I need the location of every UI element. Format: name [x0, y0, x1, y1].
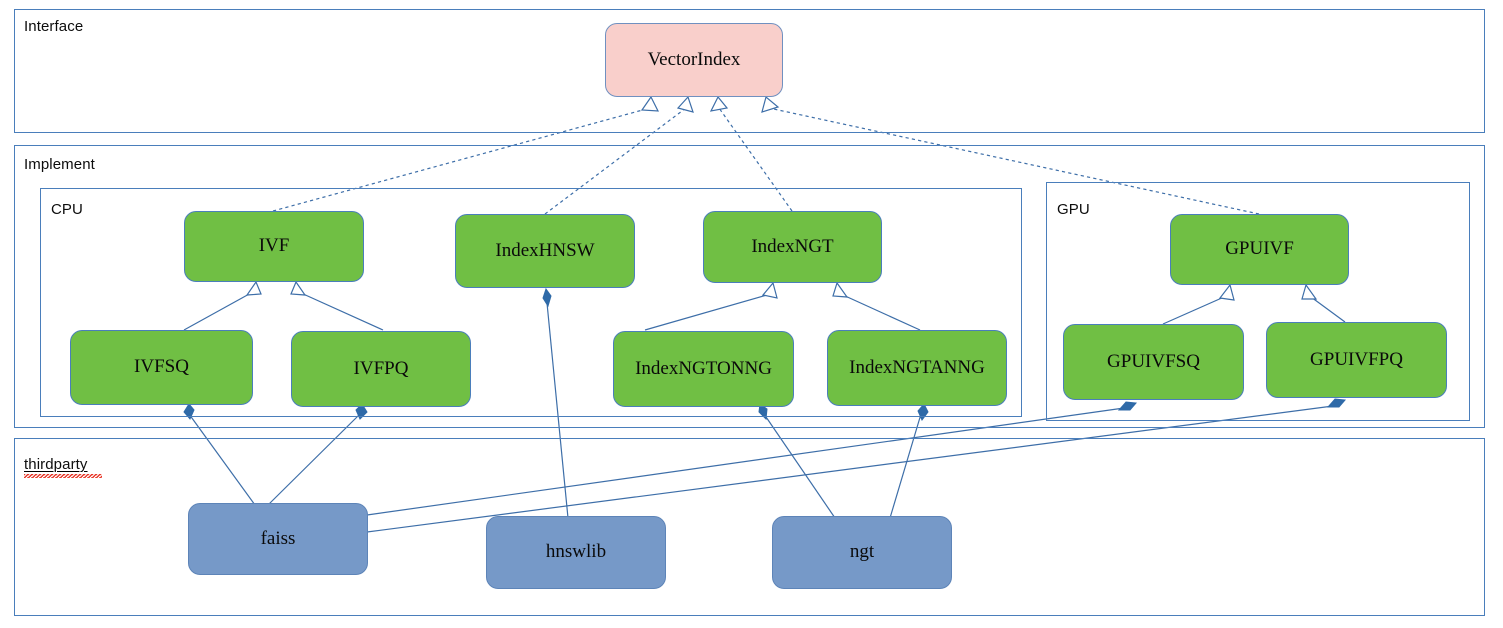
container-cpu: [40, 188, 1022, 417]
node-indexngt[interactable]: IndexNGT: [703, 211, 882, 283]
node-ivfsq-label: IVFSQ: [134, 356, 189, 378]
node-ngt-label: ngt: [849, 541, 875, 563]
node-vectorindex[interactable]: VectorIndex: [605, 23, 783, 97]
container-thirdparty: [14, 438, 1485, 616]
node-gpuivfsq-label: GPUIVFSQ: [1107, 350, 1200, 372]
node-ivf[interactable]: IVF: [184, 211, 364, 282]
node-gpuivfsq[interactable]: GPUIVFSQ: [1063, 324, 1244, 400]
node-ivf-label: IVF: [258, 235, 290, 257]
container-cpu-label: CPU: [51, 201, 83, 218]
node-indexngtonng-label: IndexNGTONNG: [635, 357, 772, 379]
node-indexngtonng[interactable]: IndexNGTONNG: [613, 331, 794, 407]
node-indexngtanng[interactable]: IndexNGTANNG: [827, 330, 1007, 406]
node-ivfpq[interactable]: IVFPQ: [291, 331, 471, 407]
container-thirdparty-label: thirdparty: [24, 456, 88, 473]
node-indexngtanng-label: IndexNGTANNG: [849, 356, 985, 378]
spellcheck-underline-icon: [24, 474, 102, 478]
node-faiss-label: faiss: [260, 527, 296, 549]
node-gpuivf-label: GPUIVF: [1225, 238, 1294, 260]
node-indexhnsw-label: IndexHNSW: [495, 239, 595, 261]
node-ivfpq-label: IVFPQ: [353, 357, 409, 379]
node-faiss[interactable]: faiss: [188, 503, 368, 575]
node-vectorindex-label: VectorIndex: [647, 48, 741, 70]
container-interface-label: Interface: [24, 18, 84, 35]
node-gpuivfpq[interactable]: GPUIVFPQ: [1266, 322, 1447, 398]
node-gpuivfpq-label: GPUIVFPQ: [1310, 348, 1403, 370]
container-interface: [14, 9, 1485, 133]
node-hnswlib-label: hnswlib: [545, 541, 607, 563]
container-implement: [14, 145, 1485, 428]
node-gpuivf[interactable]: GPUIVF: [1170, 214, 1349, 285]
node-ivfsq[interactable]: IVFSQ: [70, 330, 253, 405]
node-hnswlib[interactable]: hnswlib: [486, 516, 666, 589]
node-indexhnsw[interactable]: IndexHNSW: [455, 214, 635, 288]
container-gpu-label: GPU: [1057, 201, 1090, 218]
container-implement-label: Implement: [24, 156, 95, 173]
node-ngt[interactable]: ngt: [772, 516, 952, 589]
container-gpu: [1046, 182, 1470, 421]
node-indexngt-label: IndexNGT: [751, 235, 834, 257]
